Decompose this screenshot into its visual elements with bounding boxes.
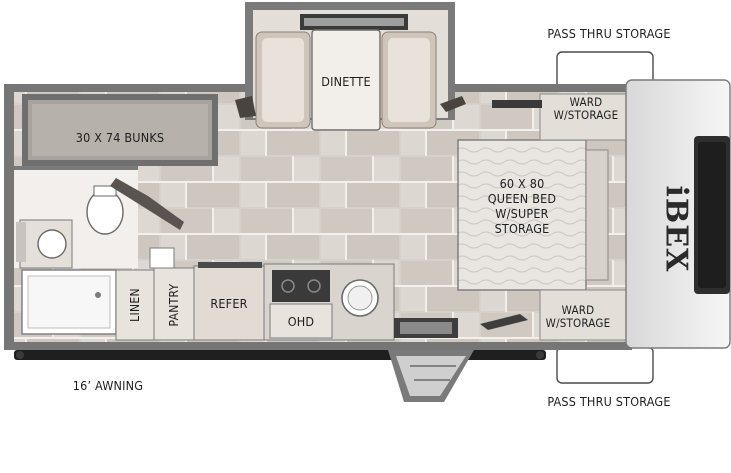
bath-door <box>110 178 184 230</box>
pantry-cabinet <box>153 267 195 341</box>
dinette-table <box>311 29 381 131</box>
label-linen: LINEN <box>128 288 142 322</box>
label-dinette: DINETTE <box>321 74 371 89</box>
toilet <box>86 189 124 235</box>
label-bunks: 30 X 74 BUNKS <box>75 130 165 145</box>
label-awning: 16’ AWNING <box>72 378 144 393</box>
bath-sink <box>37 229 67 259</box>
label-queen-bed: 60 X 80 QUEEN BED W/SUPER STORAGE <box>487 176 557 236</box>
label-ward-top: WARD W/STORAGE <box>553 95 619 122</box>
wardrobe-bottom <box>539 289 627 341</box>
stove <box>272 270 330 302</box>
label-pantry: PANTRY <box>167 283 181 327</box>
label-pass-thru-top: PASS THRU STORAGE <box>547 26 671 41</box>
entry-steps <box>388 350 474 402</box>
label-pass-thru-bottom: PASS THRU STORAGE <box>547 394 671 409</box>
ohd-cabinet <box>269 303 333 339</box>
pass-thru-storage-bottom <box>556 346 654 384</box>
queen-bed <box>457 139 587 291</box>
brand-logo: iBEX <box>658 185 694 273</box>
wardrobe-top <box>539 93 627 141</box>
label-ohd: OHD <box>287 314 315 329</box>
label-refer: REFER <box>210 296 248 311</box>
label-ward-bottom: WARD W/STORAGE <box>545 303 611 330</box>
